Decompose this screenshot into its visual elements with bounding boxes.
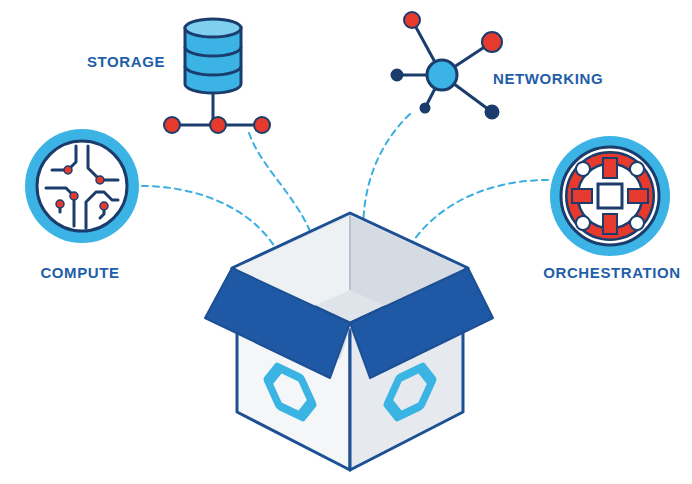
compute-icon (25, 129, 139, 243)
icon-label-node: NETWORKING (490, 68, 606, 90)
orchestration-icon (550, 136, 670, 256)
icon-label-node: STORAGE (84, 51, 168, 73)
icon-label: ORCHESTRATION (543, 264, 681, 282)
open-box (205, 213, 493, 470)
icon-label-node: COMPUTE (37, 262, 122, 284)
icon-label: NETWORKING (493, 70, 603, 88)
storage-icon (164, 19, 270, 133)
icon-label: COMPUTE (40, 264, 119, 282)
networking-icon (392, 12, 502, 118)
icon-label: STORAGE (87, 53, 165, 71)
icon-label-node: ORCHESTRATION (540, 262, 684, 284)
